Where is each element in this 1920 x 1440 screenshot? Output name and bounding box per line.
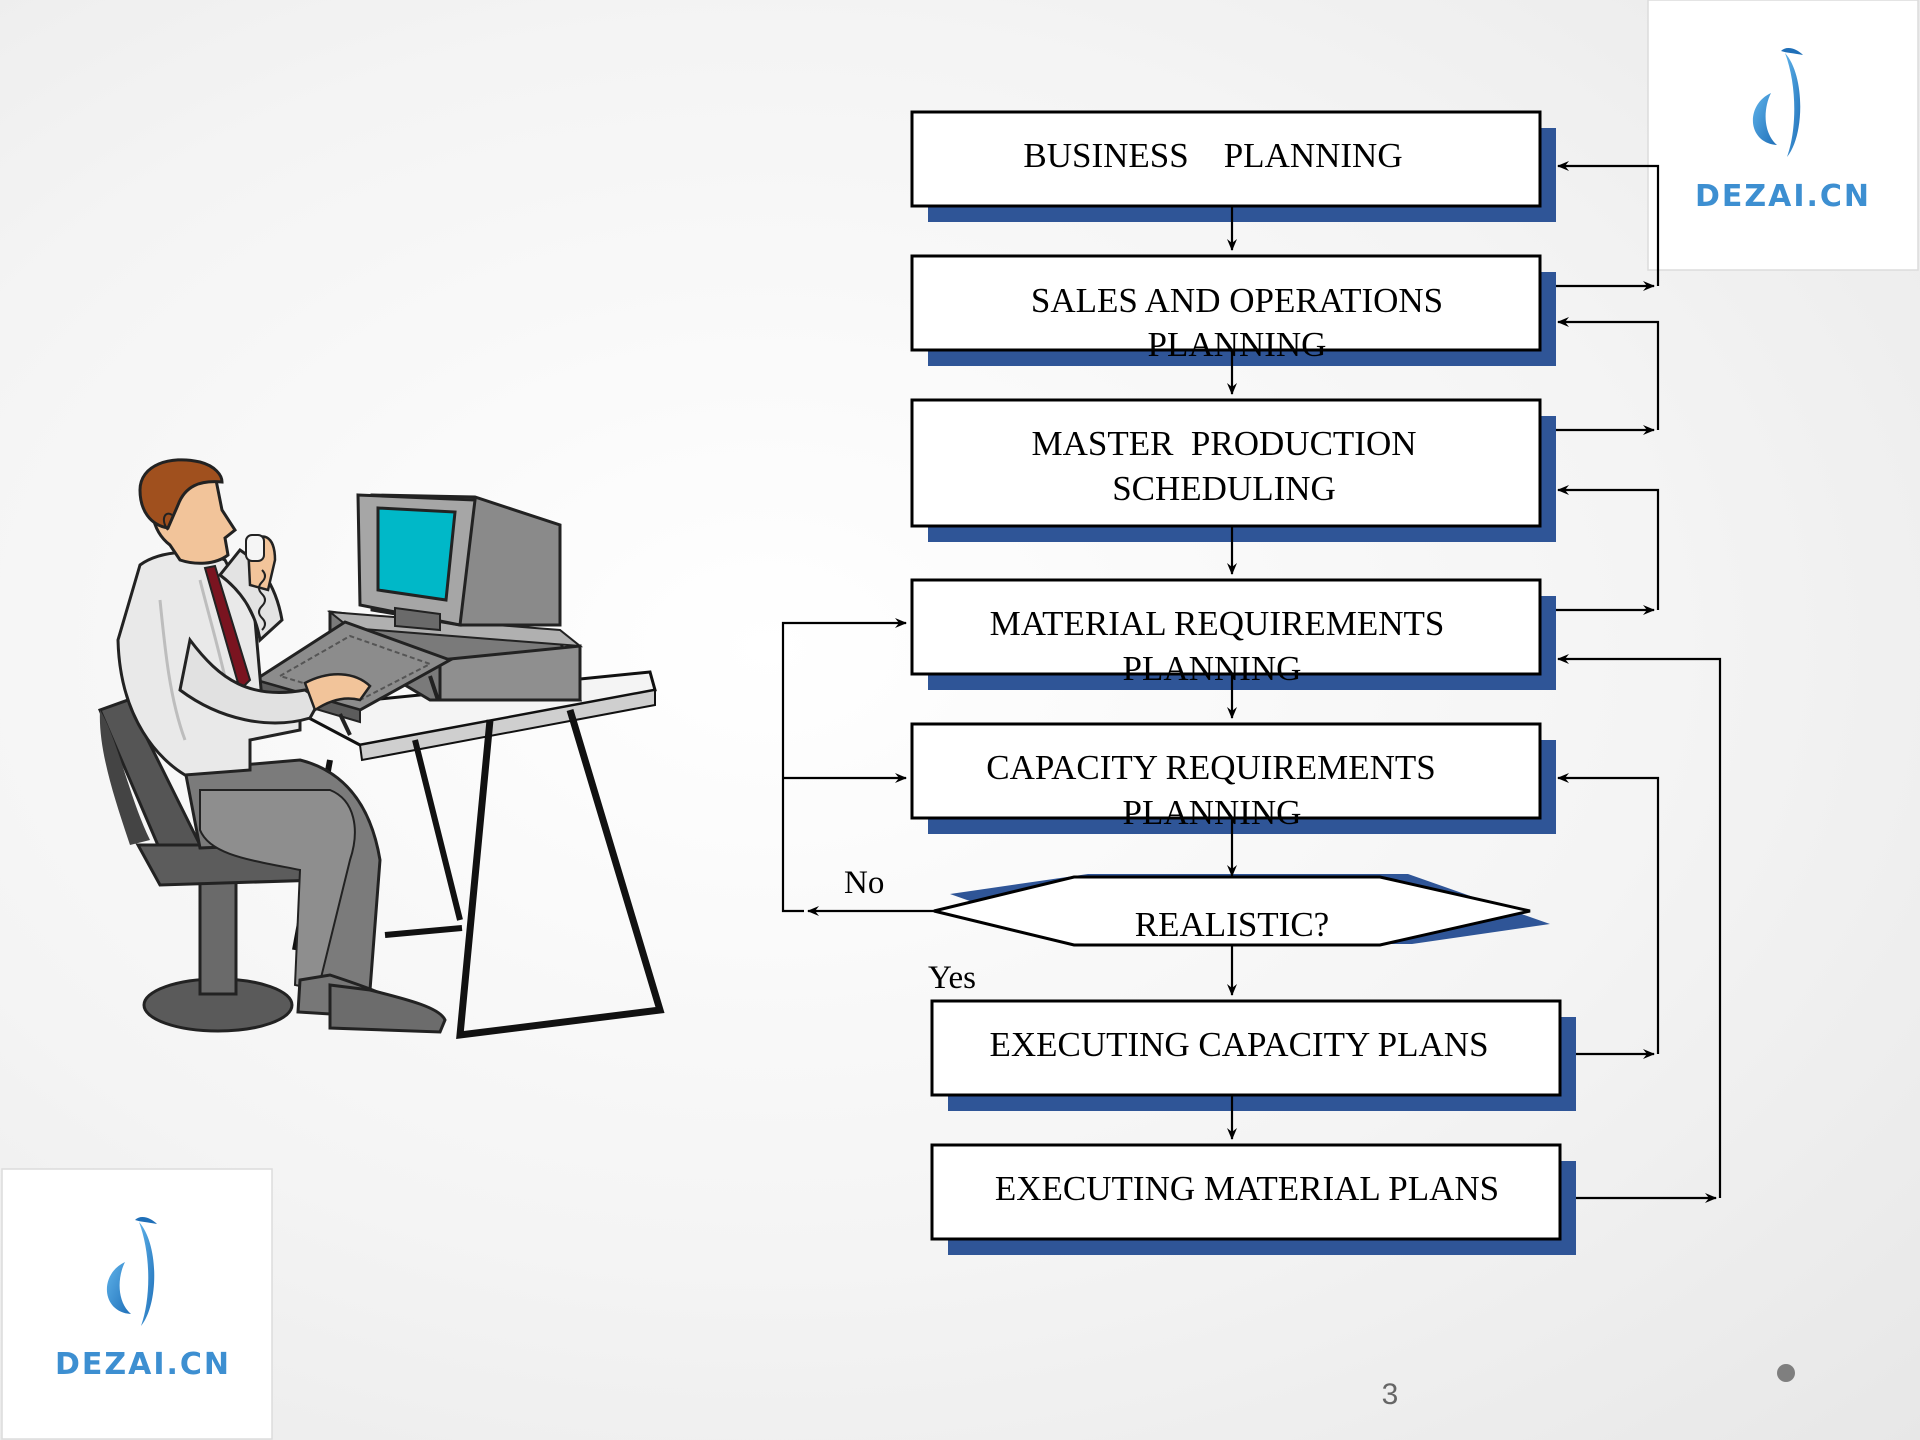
step-material-requirements-planning: MATERIAL REQUIREMENTS PLANNING — [910, 578, 1556, 690]
slide-bullet-dot — [1777, 1364, 1795, 1382]
decision-no-label: No — [844, 865, 884, 901]
step-label: SALES AND OPERATIONS — [1031, 281, 1443, 320]
step-sales-operations-planning: SALES AND OPERATIONS PLANNING — [910, 254, 1556, 366]
dezai-logo-icon — [106, 1217, 157, 1326]
computer-icon — [326, 493, 584, 702]
step-label: MATERIAL REQUIREMENTS — [990, 604, 1445, 643]
step-executing-capacity-plans: EXECUTING CAPACITY PLANS — [930, 999, 1576, 1111]
step-label: BUSINESS PLANNING — [1023, 136, 1402, 175]
step-business-planning: BUSINESS PLANNING — [910, 110, 1556, 222]
decision-yes-label: Yes — [928, 960, 976, 996]
step-label: EXECUTING MATERIAL PLANS — [995, 1169, 1499, 1208]
step-label: EXECUTING CAPACITY PLANS — [989, 1025, 1488, 1064]
feedback-connectors — [1556, 161, 1722, 1203]
decision-label: REALISTIC? — [1135, 905, 1329, 944]
flowchart: BUSINESS PLANNING SALES AND OPERATIONS P… — [781, 110, 1722, 1255]
dezai-logo-icon — [1752, 48, 1803, 157]
step-master-production-scheduling: MASTER PRODUCTION SCHEDULING — [910, 398, 1556, 542]
step-label: CAPACITY REQUIREMENTS — [986, 748, 1436, 787]
step-label: MASTER PRODUCTION — [1031, 424, 1416, 463]
step-label: PLANNING — [1148, 325, 1327, 364]
step-label: SCHEDULING — [1112, 469, 1336, 508]
logo-brand-text: DEZAI.CN — [55, 1347, 231, 1382]
logo-brand-text: DEZAI.CN — [1695, 179, 1871, 214]
monitor-screen — [376, 506, 457, 602]
man-figure — [116, 458, 447, 1034]
man-at-computer-illustration — [97, 458, 665, 1040]
step-capacity-requirements-planning: CAPACITY REQUIREMENTS PLANNING — [910, 722, 1556, 834]
step-label: PLANNING — [1123, 649, 1302, 688]
logo-top-right: DEZAI.CN — [1647, 0, 1919, 271]
step-executing-material-plans: EXECUTING MATERIAL PLANS — [930, 1143, 1576, 1255]
page-number: 3 — [1382, 1378, 1399, 1411]
no-branch-connectors — [781, 618, 934, 916]
decision-realistic: REALISTIC? — [933, 874, 1550, 947]
logo-bottom-left: DEZAI.CN — [1, 1168, 273, 1440]
step-label: PLANNING — [1123, 793, 1302, 832]
